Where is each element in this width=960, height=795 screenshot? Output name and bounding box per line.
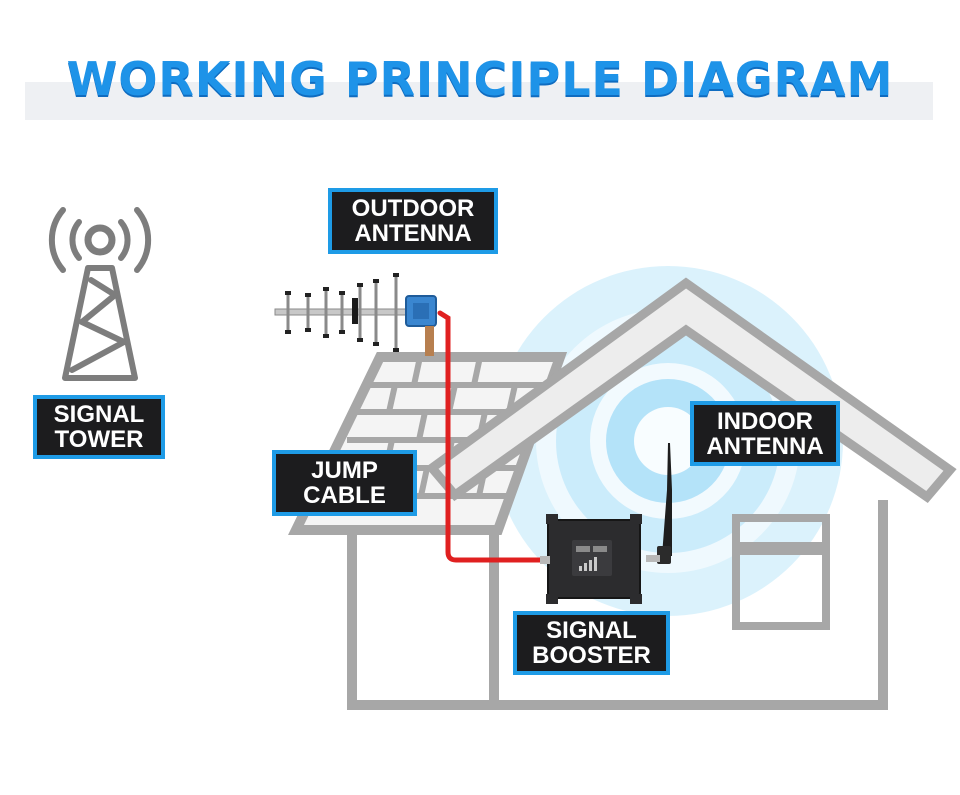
- signal-tower-label-line-1: SIGNAL: [53, 401, 145, 428]
- title-band: [25, 82, 933, 120]
- indoor-antenna-label-line-1: INDOOR: [717, 407, 813, 435]
- indoor-antenna-label: INDOOR ANTENNA: [690, 401, 840, 466]
- signal-tower-icon: [48, 207, 152, 381]
- indoor-antenna-label-line-2: ANTENNA: [706, 432, 824, 460]
- jump-cable-label-line-1: JUMP: [311, 457, 378, 484]
- whip-antenna-icon: [646, 443, 672, 564]
- signal-booster-icon: [540, 514, 642, 604]
- jump-cable-label: JUMP CABLE: [272, 450, 417, 516]
- signal-booster-label: SIGNAL BOOSTER: [513, 611, 670, 675]
- signal-booster-label-line-2: BOOSTER: [532, 642, 651, 669]
- jump-cable: [437, 310, 551, 563]
- page-title: WORKING PRINCIPLE DIAGRAM: [66, 52, 894, 106]
- outdoor-antenna-label-line-2: ANTENNA: [354, 220, 472, 247]
- outdoor-antenna-label-line-1: OUTDOOR: [351, 195, 475, 222]
- signal-booster-label-line-1: SIGNAL: [546, 617, 637, 644]
- signal-tower-label: SIGNAL TOWER: [33, 395, 165, 459]
- jump-cable-label-line-2: CABLE: [303, 482, 386, 509]
- outdoor-antenna-label: OUTDOOR ANTENNA: [328, 188, 498, 254]
- signal-tower-label-line-2: TOWER: [54, 426, 144, 453]
- yagi-antenna-icon: [274, 273, 437, 356]
